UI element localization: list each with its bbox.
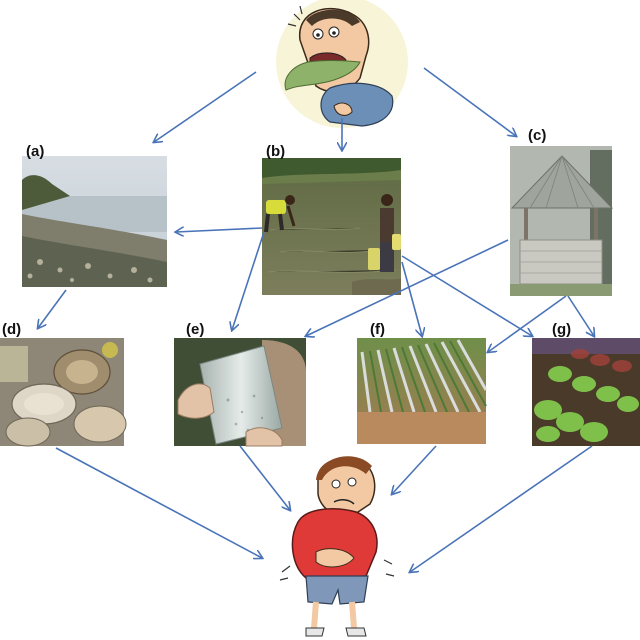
panel-label-d: (d) <box>2 321 21 338</box>
arrow-c-to-e <box>306 239 509 336</box>
panel-label-a: (a) <box>26 143 44 160</box>
arrow-man-to-a <box>154 71 257 142</box>
panel-c-water-well-photo <box>510 146 614 296</box>
arrow-e-to-sick-man <box>239 445 290 510</box>
arrow-b-to-e <box>232 231 265 330</box>
arrow-b-to-f <box>401 261 422 336</box>
arrow-c-to-g <box>567 295 594 336</box>
panel-b-river-photo <box>262 158 401 295</box>
arrow-b-to-a <box>176 228 263 232</box>
panel-label-b: (b) <box>266 143 285 160</box>
panel-a-sea-shore-photo <box>22 156 167 287</box>
arrow-man-to-c <box>423 67 516 136</box>
sick-man-illustration <box>279 456 395 637</box>
panel-label-g: (g) <box>552 321 571 338</box>
vomiting-man-illustration <box>276 0 408 128</box>
arrow-g-to-sick-man <box>410 445 593 572</box>
arrow-a-to-d <box>38 289 67 328</box>
panel-g-lettuce-photo <box>532 338 640 446</box>
panel-label-c: (c) <box>528 127 546 144</box>
arrow-f-to-sick-man <box>392 445 437 494</box>
panel-f-crop-field-photo <box>357 338 488 444</box>
panel-d-oysters-photo <box>0 338 127 447</box>
arrow-c-to-f <box>488 295 567 352</box>
arrow-b-to-g <box>401 255 532 336</box>
pathway-arrows <box>38 67 594 572</box>
arrow-d-to-sick-man <box>55 447 262 558</box>
panel-e-drinking-glass-photo <box>174 338 306 447</box>
panel-label-f: (f) <box>370 321 385 338</box>
panel-label-e: (e) <box>186 321 204 338</box>
